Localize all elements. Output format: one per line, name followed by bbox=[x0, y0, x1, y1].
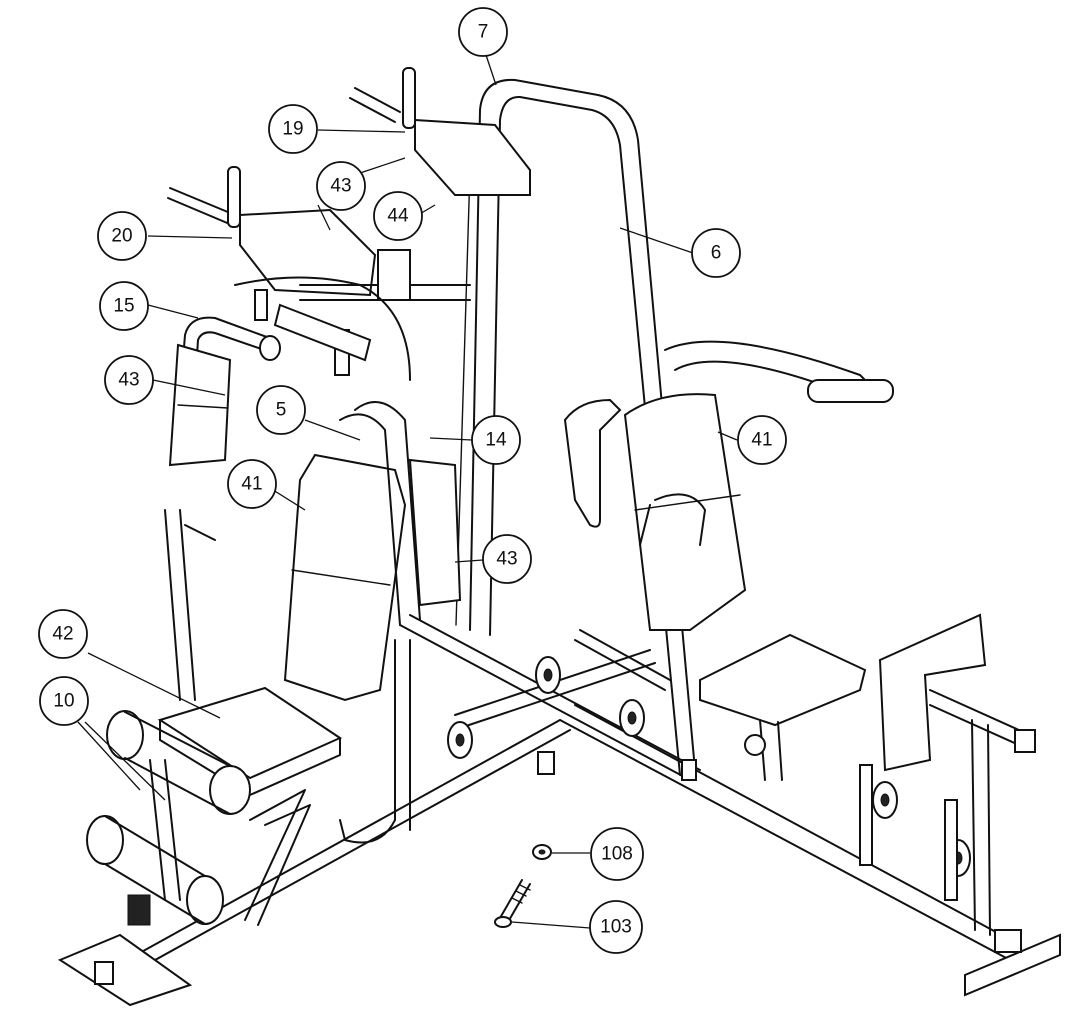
callout-20-label: 20 bbox=[111, 226, 132, 247]
callout-103: 103 bbox=[590, 901, 642, 953]
bolt-103 bbox=[495, 880, 530, 927]
callout-41a: 41 bbox=[228, 460, 276, 508]
callout-7-label: 7 bbox=[478, 22, 489, 43]
callout-44-label: 44 bbox=[387, 206, 409, 227]
callout-15: 15 bbox=[100, 282, 148, 330]
callout-41a-label: 41 bbox=[241, 474, 262, 495]
callout-14-label: 14 bbox=[485, 430, 507, 451]
callout-19: 19 bbox=[269, 105, 317, 153]
pec-deck bbox=[170, 318, 280, 465]
callout-14: 14 bbox=[472, 416, 520, 464]
callout-15-label: 15 bbox=[113, 296, 134, 317]
callout-6: 6 bbox=[692, 229, 740, 277]
callout-108: 108 bbox=[591, 828, 643, 880]
callout-43a: 43 bbox=[317, 162, 365, 210]
callout-43b: 43 bbox=[105, 356, 153, 404]
callout-44: 44 bbox=[374, 192, 422, 240]
callout-5-label: 5 bbox=[276, 400, 287, 421]
callout-20: 20 bbox=[98, 212, 146, 260]
callout-42: 42 bbox=[39, 610, 87, 658]
loose-hardware bbox=[495, 845, 551, 927]
callout-103-label: 103 bbox=[600, 917, 632, 938]
callout-19-label: 19 bbox=[282, 119, 303, 140]
callout-6-label: 6 bbox=[711, 243, 722, 264]
callout-5: 5 bbox=[257, 386, 305, 434]
callout-10-label: 10 bbox=[53, 691, 74, 712]
callout-43c-label: 43 bbox=[496, 549, 517, 570]
callout-41b: 41 bbox=[738, 416, 786, 464]
callout-43c: 43 bbox=[483, 535, 531, 583]
callout-42-label: 42 bbox=[52, 624, 73, 645]
callout-10: 10 bbox=[40, 677, 88, 725]
callout-41b-label: 41 bbox=[751, 430, 772, 451]
callout-108-label: 108 bbox=[601, 844, 633, 865]
callout-7: 7 bbox=[459, 8, 507, 56]
callout-43b-label: 43 bbox=[118, 370, 139, 391]
seat-back-left bbox=[285, 402, 460, 700]
callout-43a-label: 43 bbox=[330, 176, 351, 197]
